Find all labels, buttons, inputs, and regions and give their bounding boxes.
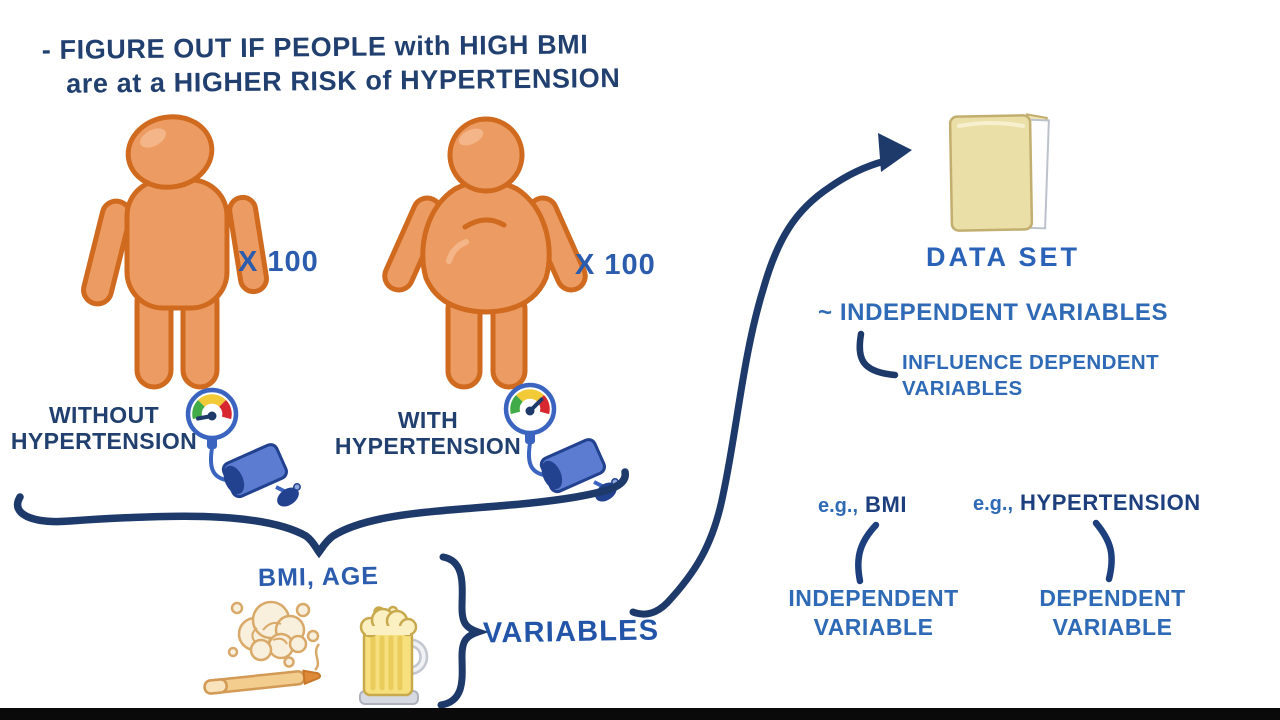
title-line-2: are at a HIGHER RISK of HYPERTENSION xyxy=(66,62,621,99)
without-line-2: HYPERTENSION xyxy=(10,428,198,454)
with-line-1: WITH xyxy=(397,407,459,433)
count-multiplier-with: X 100 xyxy=(575,249,656,281)
folder-icon xyxy=(948,113,1050,232)
dependent-line-2: VARIABLE xyxy=(1052,614,1173,640)
blood-pressure-monitor-high-icon xyxy=(503,382,619,502)
eg-prefix-dependent: e.g., xyxy=(973,493,1014,515)
hypertension-term: HYPERTENSION xyxy=(1020,490,1201,515)
bmi-term: BMI xyxy=(865,492,908,517)
hypertension-connector xyxy=(1092,519,1115,583)
cigarette-smoke-icon xyxy=(203,600,321,695)
dataset-arrow xyxy=(629,133,912,618)
count-multiplier-without: X 100 xyxy=(238,246,319,278)
blood-pressure-monitor-normal-icon xyxy=(185,387,301,507)
influence-note: INFLUENCE DEPENDENT VARIABLES xyxy=(902,350,1159,402)
with-line-2: HYPERTENSION xyxy=(334,433,522,459)
independent-line-1: INDEPENDENT xyxy=(788,585,959,611)
with-hypertension-label: WITH HYPERTENSION xyxy=(330,407,526,459)
without-hypertension-label: WITHOUT HYPERTENSION xyxy=(10,402,198,454)
example-dependent: e.g., HYPERTENSION xyxy=(973,490,1201,516)
independent-variable-label: INDEPENDENT VARIABLE xyxy=(786,584,961,642)
page-title: - FIGURE OUT IF PEOPLE with HIGH BMI are… xyxy=(42,27,621,101)
independent-variables-note: ~ INDEPENDENT VARIABLES xyxy=(818,299,1169,326)
independent-line-2: VARIABLE xyxy=(813,614,934,640)
overweight-person-icon xyxy=(382,116,588,390)
subnote-connector xyxy=(856,330,899,379)
confounding-variables-text: BMI, AGE xyxy=(257,561,380,593)
example-independent: e.g., BMI xyxy=(818,492,907,518)
letterbox-bar xyxy=(0,708,1280,720)
eg-prefix-independent: e.g., xyxy=(818,495,859,517)
bmi-connector xyxy=(855,521,880,585)
dependent-variable-label: DEPENDENT VARIABLE xyxy=(1030,584,1195,642)
dataset-label: DATA SET xyxy=(926,242,1080,272)
group-brace xyxy=(13,468,629,559)
without-line-1: WITHOUT xyxy=(48,402,160,428)
dependent-line-1: DEPENDENT xyxy=(1039,585,1186,611)
influence-line-2: VARIABLES xyxy=(902,377,1023,400)
beer-mug-icon xyxy=(359,605,429,705)
variables-brace xyxy=(437,553,490,709)
thin-person-icon xyxy=(81,114,269,390)
influence-line-1: INFLUENCE DEPENDENT xyxy=(902,351,1160,374)
